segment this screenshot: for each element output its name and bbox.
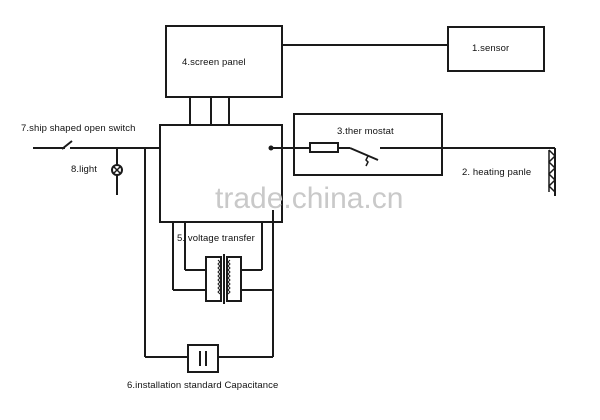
fuse-icon [309, 142, 339, 153]
sensor-label: 1.sensor [472, 43, 510, 54]
switch-label: 7.ship shaped open switch [21, 123, 136, 134]
heating-element-icon [547, 148, 557, 196]
screen-panel-label: 4.screen panel [182, 57, 246, 68]
transformer-icon [205, 254, 242, 304]
capacitance-label: 6.installation standard Capacitance [127, 380, 279, 391]
controller-box [159, 124, 283, 223]
watermark: trade.china.cn [215, 182, 404, 215]
heating-panel-label: 2. heating panle [462, 167, 532, 178]
bimetal-icon [365, 155, 369, 167]
light-icon [111, 164, 123, 176]
voltage-transfer-label: 5. voltage transfer [177, 233, 255, 244]
light-label: 8.light [71, 164, 98, 175]
thermostat-switch-icon [349, 147, 379, 161]
capacitor-icon [187, 344, 219, 373]
switch-lever [61, 140, 73, 150]
sensor-box [447, 26, 545, 72]
thermostat-label: 3.ther mostat [337, 126, 394, 137]
screen-panel-box [165, 25, 283, 98]
